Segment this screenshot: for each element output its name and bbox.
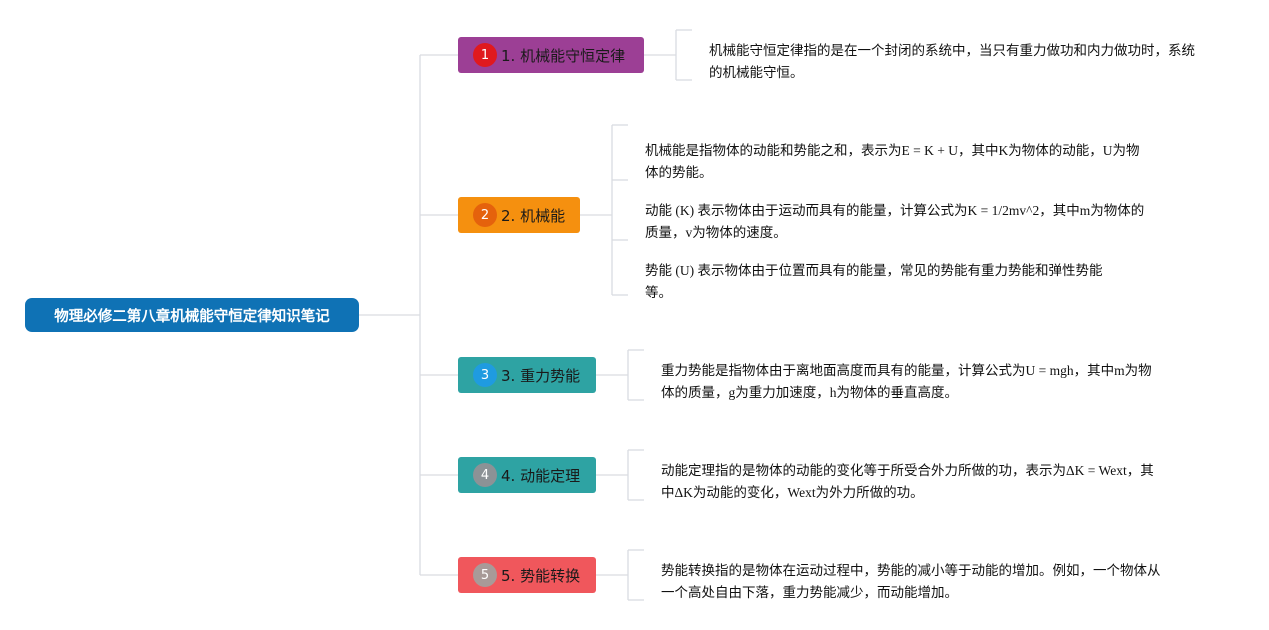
branch-label: 5. 势能转换: [501, 566, 581, 585]
branch-potential-energy-conversion[interactable]: 5 5. 势能转换: [458, 557, 596, 593]
leaf-note[interactable]: 重力势能是指物体由于离地面高度而具有的能量，计算公式为U = mgh，其中m为物…: [661, 363, 1152, 400]
leaf-note[interactable]: 机械能是指物体的动能和势能之和，表示为E = K + U，其中K为物体的动能，U…: [645, 143, 1140, 180]
branch-work-energy-theorem[interactable]: 4 4. 动能定理: [458, 457, 596, 493]
branch-label: 2. 机械能: [501, 206, 566, 225]
leaf-note[interactable]: 势能转换指的是物体在运动过程中，势能的减小等于动能的增加。例如，一个物体从一个高…: [661, 563, 1161, 600]
branch-mechanical-energy-conservation[interactable]: 1 1. 机械能守恒定律: [458, 37, 644, 73]
leaf-note[interactable]: 势能 (U) 表示物体由于位置而具有的能量，常见的势能有重力势能和弹性势能等。: [645, 263, 1103, 300]
number-4-badge-icon: 4: [473, 463, 497, 487]
branch-label: 1. 机械能守恒定律: [501, 46, 626, 65]
branch-mechanical-energy[interactable]: 2 2. 机械能: [458, 197, 580, 233]
branch-label: 3. 重力势能: [501, 366, 581, 385]
root-title: 物理必修二第八章机械能守恒定律知识笔记: [54, 308, 330, 325]
number-3-badge-icon: 3: [473, 363, 497, 387]
leaf-note[interactable]: 动能 (K) 表示物体由于运动而具有的能量，计算公式为K = 1/2mv^2，其…: [645, 203, 1145, 240]
branch-label: 4. 动能定理: [501, 466, 581, 485]
number-2-badge-icon: 2: [473, 203, 497, 227]
branch-gravitational-potential-energy[interactable]: 3 3. 重力势能: [458, 357, 596, 393]
root-topic[interactable]: 物理必修二第八章机械能守恒定律知识笔记: [25, 298, 359, 332]
leaf-note[interactable]: 动能定理指的是物体的动能的变化等于所受合外力所做的功，表示为ΔK = Wext，…: [661, 463, 1154, 500]
number-5-badge-icon: 5: [473, 563, 497, 587]
leaf-note[interactable]: 机械能守恒定律指的是在一个封闭的系统中，当只有重力做功和内力做功时，系统的机械能…: [709, 43, 1195, 80]
number-1-badge-icon: 1: [473, 43, 497, 67]
